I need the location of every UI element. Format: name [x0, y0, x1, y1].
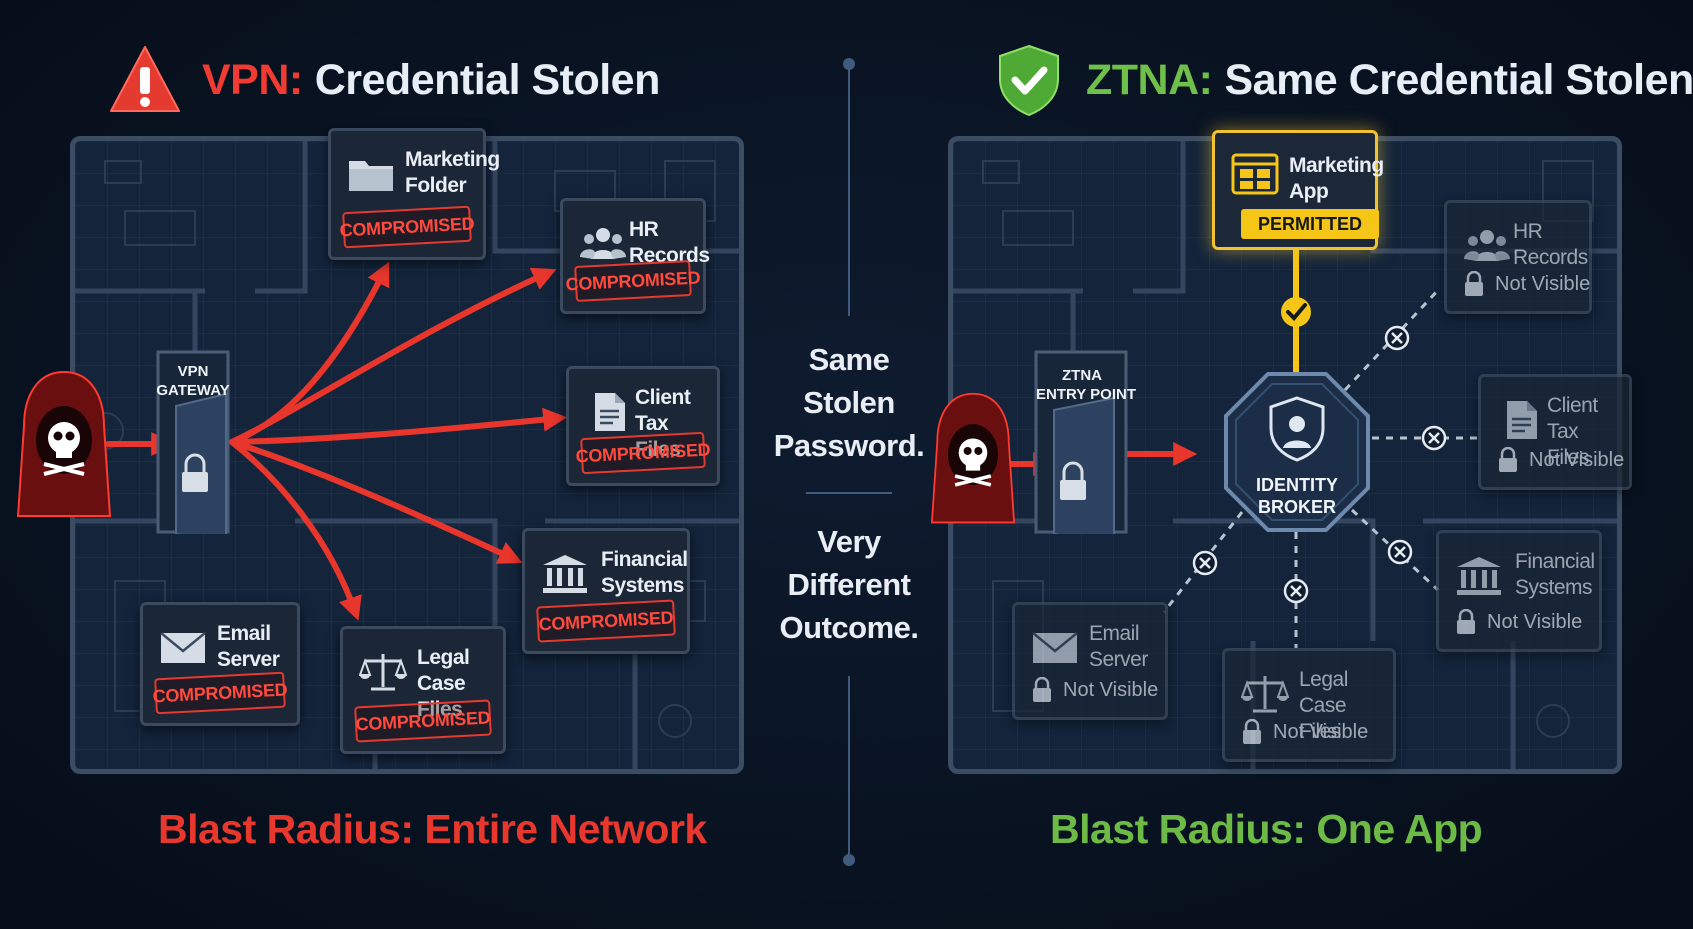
- compromised-stamp: COMPROMISED: [339, 205, 475, 249]
- envelope-icon: [160, 632, 206, 663]
- ztna-blast-radius: Blast Radius: One App: [1050, 806, 1483, 852]
- document-icon: [595, 393, 625, 431]
- compromised-stamp: COMPROMISED: [565, 259, 701, 303]
- not-visible-label: Not Visible: [1497, 445, 1624, 475]
- padlock-icon: [182, 453, 208, 492]
- user-shield-icon: [1269, 396, 1325, 462]
- permitted-badge: PERMITTED: [1241, 209, 1379, 239]
- vpn-title: VPN: Credential Stolen: [108, 40, 660, 120]
- middle-caption-top: Same Stolen Password.: [773, 342, 925, 463]
- vpn-gateway-label: VPN GATEWAY: [156, 363, 230, 399]
- ztna-entry-point: ZTNA ENTRY POINT: [1034, 350, 1137, 534]
- compromised-stamp: COMPROMISED: [575, 431, 711, 475]
- document-icon: [1507, 401, 1537, 439]
- identity-broker-label: IDENTITY BROKER: [1255, 475, 1338, 517]
- padlock-icon: [1033, 677, 1051, 702]
- compromised-stamp: COMPROMISED: [354, 699, 492, 743]
- not-visible-label: Not Visible: [1455, 607, 1582, 637]
- app-window-icon: [1231, 153, 1279, 195]
- divider-line-top: [848, 66, 850, 316]
- not-visible-label: Not Visible: [1241, 717, 1368, 747]
- middle-caption-bottom: Very Different Outcome.: [779, 524, 919, 645]
- hooded-hacker-skull-icon: [16, 370, 112, 517]
- not-visible-label: Not Visible: [1463, 269, 1590, 299]
- bank-icon: [543, 555, 587, 593]
- identity-broker: IDENTITY BROKER: [1222, 370, 1372, 534]
- vpn-blast-radius: Blast Radius: Entire Network: [158, 806, 707, 852]
- padlock-icon: [1465, 271, 1483, 296]
- people-icon: [580, 228, 626, 259]
- divider-line-bottom: [848, 676, 850, 858]
- vpn-title-accent: VPN:: [202, 55, 303, 104]
- shield-check-icon: [999, 44, 1059, 117]
- divider-dot-bottom: [843, 854, 855, 866]
- padlock-icon: [1457, 609, 1475, 634]
- hooded-hacker-skull-icon: [930, 392, 1016, 524]
- ztna-title-text: Same Credential Stolen: [1224, 55, 1693, 104]
- ztna-entry-label: ZTNA ENTRY POINT: [1036, 367, 1137, 403]
- vpn-gateway: VPN GATEWAY: [156, 350, 238, 534]
- padlock-icon: [1243, 719, 1261, 744]
- scales-icon: [359, 654, 407, 691]
- bank-icon: [1457, 557, 1501, 595]
- divider-dot-top: [843, 58, 855, 70]
- divider-separator: [806, 492, 892, 494]
- people-icon: [1464, 230, 1510, 261]
- vpn-title-text: Credential Stolen: [314, 55, 661, 104]
- scales-icon: [1241, 676, 1289, 713]
- envelope-icon: [1032, 632, 1078, 663]
- ztna-title-accent: ZTNA:: [1086, 55, 1213, 104]
- padlock-icon: [1499, 447, 1517, 472]
- folder-icon: [349, 161, 393, 191]
- compromised-stamp: COMPROMISED: [536, 599, 676, 643]
- warning-triangle-icon: [110, 46, 180, 112]
- ztna-title: ZTNA: Same Credential Stolen: [992, 40, 1693, 120]
- not-visible-label: Not Visible: [1031, 675, 1158, 705]
- padlock-icon: [1060, 461, 1086, 500]
- compromised-stamp: COMPROMISED: [152, 671, 288, 715]
